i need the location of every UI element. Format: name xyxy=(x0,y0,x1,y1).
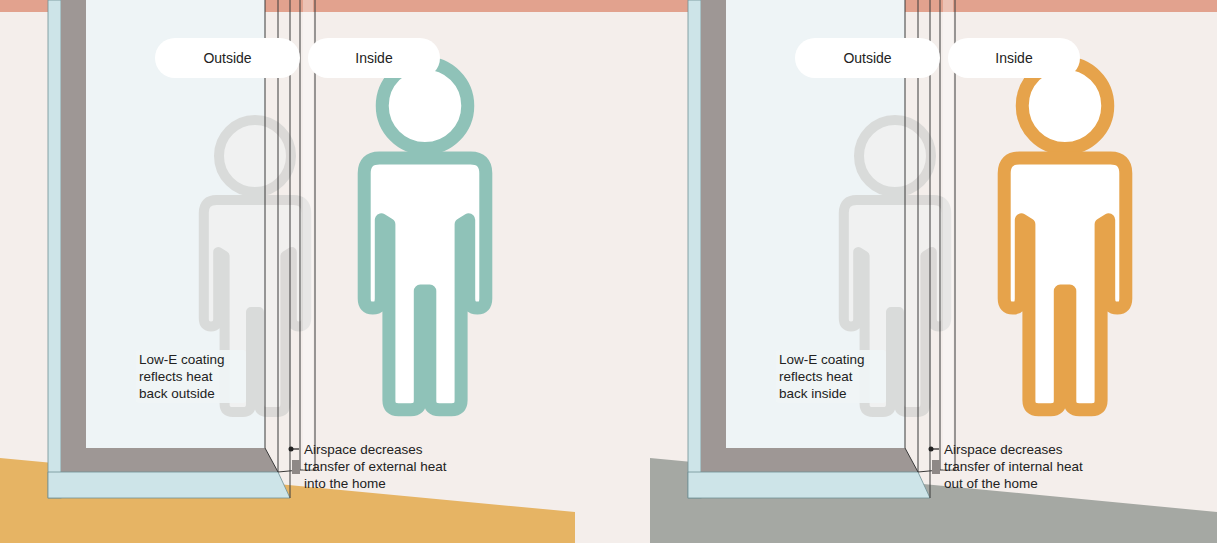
pill-text: Inside xyxy=(355,50,392,66)
frame-edge xyxy=(688,0,701,498)
window-frame xyxy=(61,0,86,472)
label-pill: Inside xyxy=(308,38,440,78)
window-sill xyxy=(61,448,278,472)
ghost-figure-head xyxy=(219,120,291,192)
leader-line xyxy=(931,448,939,449)
person-figure-body xyxy=(364,158,486,410)
window-frame xyxy=(701,0,726,472)
person-figure xyxy=(1004,63,1126,410)
window-sill xyxy=(701,448,918,472)
pane-edge xyxy=(940,0,941,470)
ghost-figure-head xyxy=(859,120,931,192)
leader-line xyxy=(291,448,299,449)
pill-text: Inside xyxy=(995,50,1032,66)
frame-bottom xyxy=(688,472,930,498)
frame-edge xyxy=(48,0,61,498)
pill-text: Outside xyxy=(203,50,251,66)
spacer-bar xyxy=(292,460,300,474)
pane-edge xyxy=(905,448,918,472)
frame-bottom xyxy=(48,472,290,498)
pill-text: Outside xyxy=(843,50,891,66)
airspace-note: Airspace decreases transfer of internal … xyxy=(944,441,1104,492)
coating-note: Low-E coating reflects heat back inside xyxy=(776,350,886,403)
label-pill: Outside xyxy=(155,38,300,78)
label-pill: Inside xyxy=(948,38,1080,78)
person-figure-body xyxy=(1004,158,1126,410)
spacer-bar xyxy=(932,460,940,474)
coating-note: Low-E coating reflects heat back outside xyxy=(136,350,246,403)
pane-edge xyxy=(265,448,278,472)
pane-edge xyxy=(300,0,301,470)
airspace-note: Airspace decreases transfer of external … xyxy=(304,441,464,492)
person-figure xyxy=(364,63,486,410)
label-pill: Outside xyxy=(795,38,940,78)
